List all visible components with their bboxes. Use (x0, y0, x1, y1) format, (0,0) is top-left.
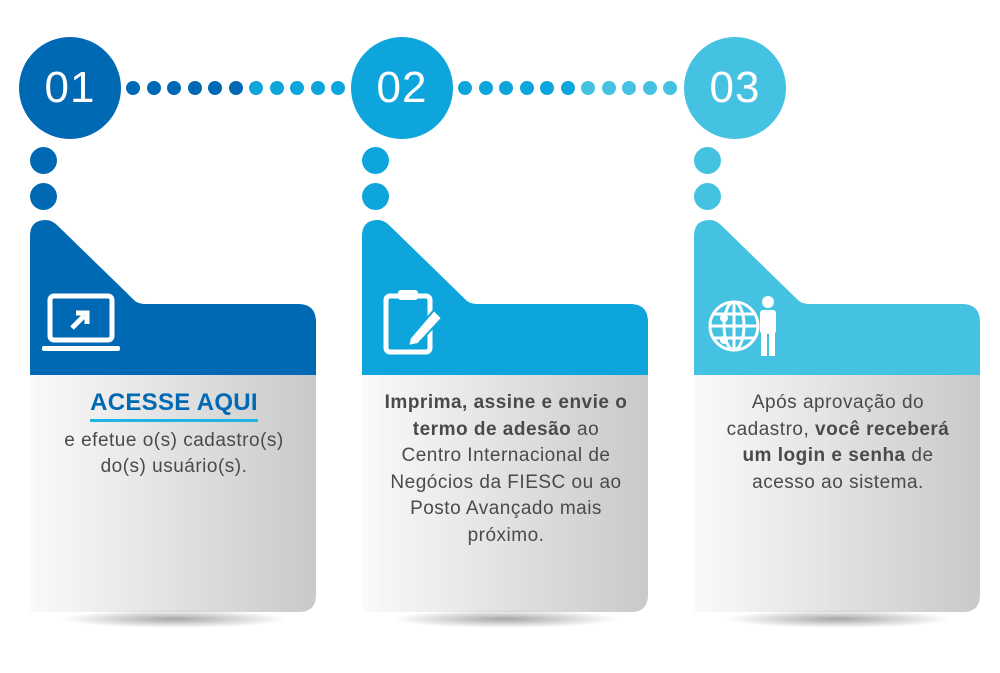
connector-dot (187, 81, 202, 95)
step-1-text: e efetue o(s) cadastro(s) do(s) usuário(… (64, 429, 284, 478)
connector-dot (269, 81, 284, 95)
step-3-text: de acesso ao sistema. (752, 445, 934, 493)
connector-dot (362, 183, 389, 210)
step-3-circle: 03 (684, 37, 786, 139)
connector-dot (362, 147, 389, 174)
connector-dot (228, 81, 243, 95)
connector-dot (30, 147, 57, 174)
connector-dot (126, 81, 140, 95)
connector-dot (663, 81, 677, 95)
connector-dot (458, 81, 472, 95)
connector-dot (30, 183, 57, 210)
card-shadow (392, 610, 620, 628)
connector-dot (519, 81, 534, 95)
connector-dot (601, 81, 616, 95)
connector-dot (208, 81, 222, 95)
step-3-pre-text: Após aprovação do cadastro, (726, 392, 925, 440)
card-bg (30, 220, 316, 612)
acesse-aqui-link[interactable]: ACESSE AQUI (90, 389, 258, 422)
step-1-card: ACESSE AQUI e efetue o(s) cadastro(s) do… (30, 218, 318, 628)
connector-dot (499, 81, 513, 95)
step-2-card: Imprima, assine e envie o termo de adesã… (362, 218, 650, 628)
connector-dot (146, 81, 161, 95)
step-1-circle: 01 (19, 37, 121, 139)
connector-dot (249, 81, 263, 95)
connector-dot (581, 81, 595, 95)
connector-dot (560, 81, 575, 95)
connector-dot (331, 81, 345, 95)
step-2-circle: 02 (351, 37, 453, 139)
connector-dot (167, 81, 181, 95)
connector-dot (622, 81, 636, 95)
connector-dot (290, 81, 304, 95)
step-3-bold-text: você receberá um login e senha (742, 418, 950, 467)
step-2-bold-text: Imprima, assine e envie o termo de adesã… (384, 392, 628, 440)
connector-dot (478, 81, 493, 95)
step-3-card: Após aprovação do cadastro, você receber… (694, 218, 982, 628)
card-shadow (60, 610, 288, 628)
connector-dot (694, 147, 721, 174)
card-shadow (724, 610, 952, 628)
clipboard-pen-icon (383, 290, 444, 355)
connector-dot (310, 81, 325, 95)
globe-person-icon (708, 296, 776, 356)
laptop-arrow-icon (42, 293, 120, 351)
connector-dot (642, 81, 657, 95)
card-bg (362, 220, 648, 612)
connector-dot (694, 183, 721, 210)
step-2-text: ao Centro Internacional de Negócios da F… (390, 418, 622, 546)
connector-dot (540, 81, 554, 95)
